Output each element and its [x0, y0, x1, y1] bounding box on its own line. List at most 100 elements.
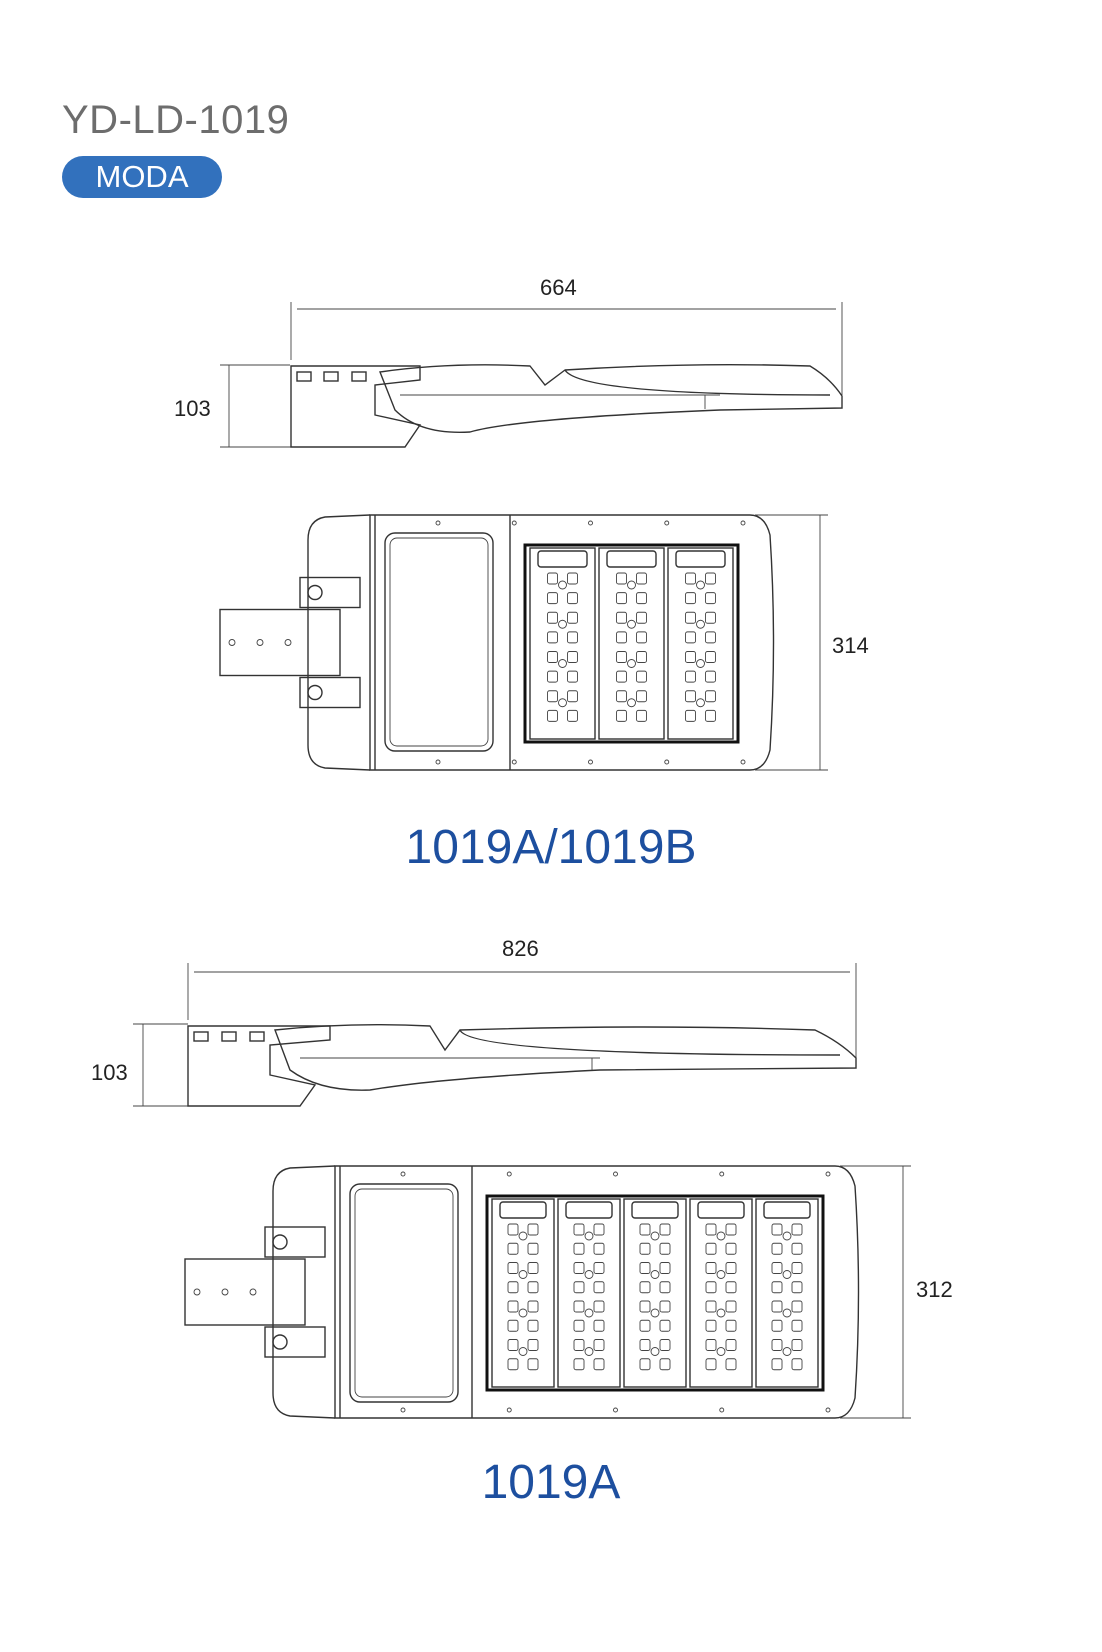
led-chip [771, 1223, 783, 1236]
led-chip [725, 1358, 737, 1371]
led-chip [616, 592, 627, 605]
led-chip [593, 1339, 605, 1351]
module-label-plate [565, 1201, 613, 1219]
module-screw [716, 1231, 726, 1241]
led-chip [547, 690, 558, 703]
led-chip [593, 1319, 605, 1332]
led-chip [705, 1262, 717, 1274]
led-array [523, 543, 740, 744]
driver-window [384, 532, 494, 752]
led-chip [725, 1339, 737, 1351]
screw [511, 520, 517, 526]
led-chip [507, 1300, 519, 1313]
led-chip [547, 611, 558, 624]
led-chip [725, 1242, 737, 1255]
led-chip [771, 1319, 783, 1332]
series-badge: MODA [62, 156, 222, 198]
led-module [623, 1198, 687, 1388]
led-chip [771, 1358, 783, 1371]
module-screw [518, 1231, 528, 1241]
screw [719, 1171, 725, 1177]
led-chip [616, 690, 627, 703]
led-chip [547, 670, 558, 683]
led-chip [567, 709, 578, 722]
module-screw [518, 1308, 528, 1318]
module-screw [558, 619, 567, 629]
led-chip [659, 1262, 671, 1274]
screw [506, 1407, 512, 1413]
led-array [485, 1194, 825, 1392]
module-screw [584, 1347, 594, 1356]
led-chip [573, 1339, 585, 1351]
led-chip [573, 1319, 585, 1332]
led-module [689, 1198, 753, 1388]
led-chip [685, 631, 696, 644]
module-screw [696, 580, 705, 590]
led-chip [593, 1300, 605, 1313]
screw [613, 1171, 618, 1177]
led-chip [705, 1319, 717, 1332]
led-chip [685, 670, 696, 683]
led-chip [639, 1242, 651, 1255]
led-chip [639, 1319, 651, 1332]
screw [435, 759, 441, 765]
led-module [529, 547, 596, 740]
led-chip [659, 1339, 671, 1351]
module-screw [716, 1347, 726, 1356]
led-chip [659, 1223, 671, 1236]
module-screw [558, 659, 567, 668]
led-chip [616, 651, 627, 663]
led-chip [527, 1262, 539, 1274]
led-chip [705, 611, 716, 624]
led-chip [636, 709, 647, 722]
led-chip [659, 1358, 671, 1371]
led-chip [573, 1242, 585, 1255]
module-screw [627, 580, 636, 590]
led-chip [567, 651, 578, 663]
led-chip [616, 670, 627, 683]
led-chip [639, 1281, 651, 1294]
led-chip [705, 1242, 717, 1255]
module-screw [627, 698, 636, 708]
led-chip [639, 1223, 651, 1236]
screw [588, 759, 593, 765]
led-chip [636, 572, 647, 585]
pole-arm [184, 1258, 306, 1326]
bolt-hole [221, 1288, 229, 1296]
led-chip [685, 651, 696, 663]
module-screw [650, 1347, 660, 1356]
module-screw [518, 1270, 528, 1279]
module-screw [518, 1347, 528, 1356]
mount-bracket [264, 1326, 326, 1358]
led-chip [705, 592, 716, 605]
led-module [491, 1198, 555, 1388]
led-chip [639, 1262, 651, 1274]
bracket-screw [307, 684, 323, 701]
led-chip [771, 1300, 783, 1313]
led-chip [507, 1262, 519, 1274]
rear-cap [307, 514, 371, 771]
led-chip [705, 690, 716, 703]
module-label-plate [763, 1201, 811, 1219]
module-screw [584, 1231, 594, 1241]
mount-bracket [299, 576, 361, 609]
screw [740, 759, 746, 765]
module-screw [716, 1270, 726, 1279]
led-chip [593, 1223, 605, 1236]
led-chip [725, 1281, 737, 1294]
led-chip [636, 592, 647, 605]
module-label-plate [606, 550, 657, 568]
screw [400, 1171, 406, 1177]
bracket-screw [272, 1234, 288, 1250]
module-label-plate [537, 550, 588, 568]
module-screw [558, 698, 567, 708]
led-chip [725, 1262, 737, 1274]
led-chip [593, 1242, 605, 1255]
module-screw [584, 1270, 594, 1279]
module-screw [696, 659, 705, 668]
led-chip [725, 1319, 737, 1332]
led-chip [791, 1262, 803, 1274]
pole-arm [219, 608, 341, 677]
led-chip [593, 1262, 605, 1274]
bolt-hole [193, 1288, 201, 1296]
